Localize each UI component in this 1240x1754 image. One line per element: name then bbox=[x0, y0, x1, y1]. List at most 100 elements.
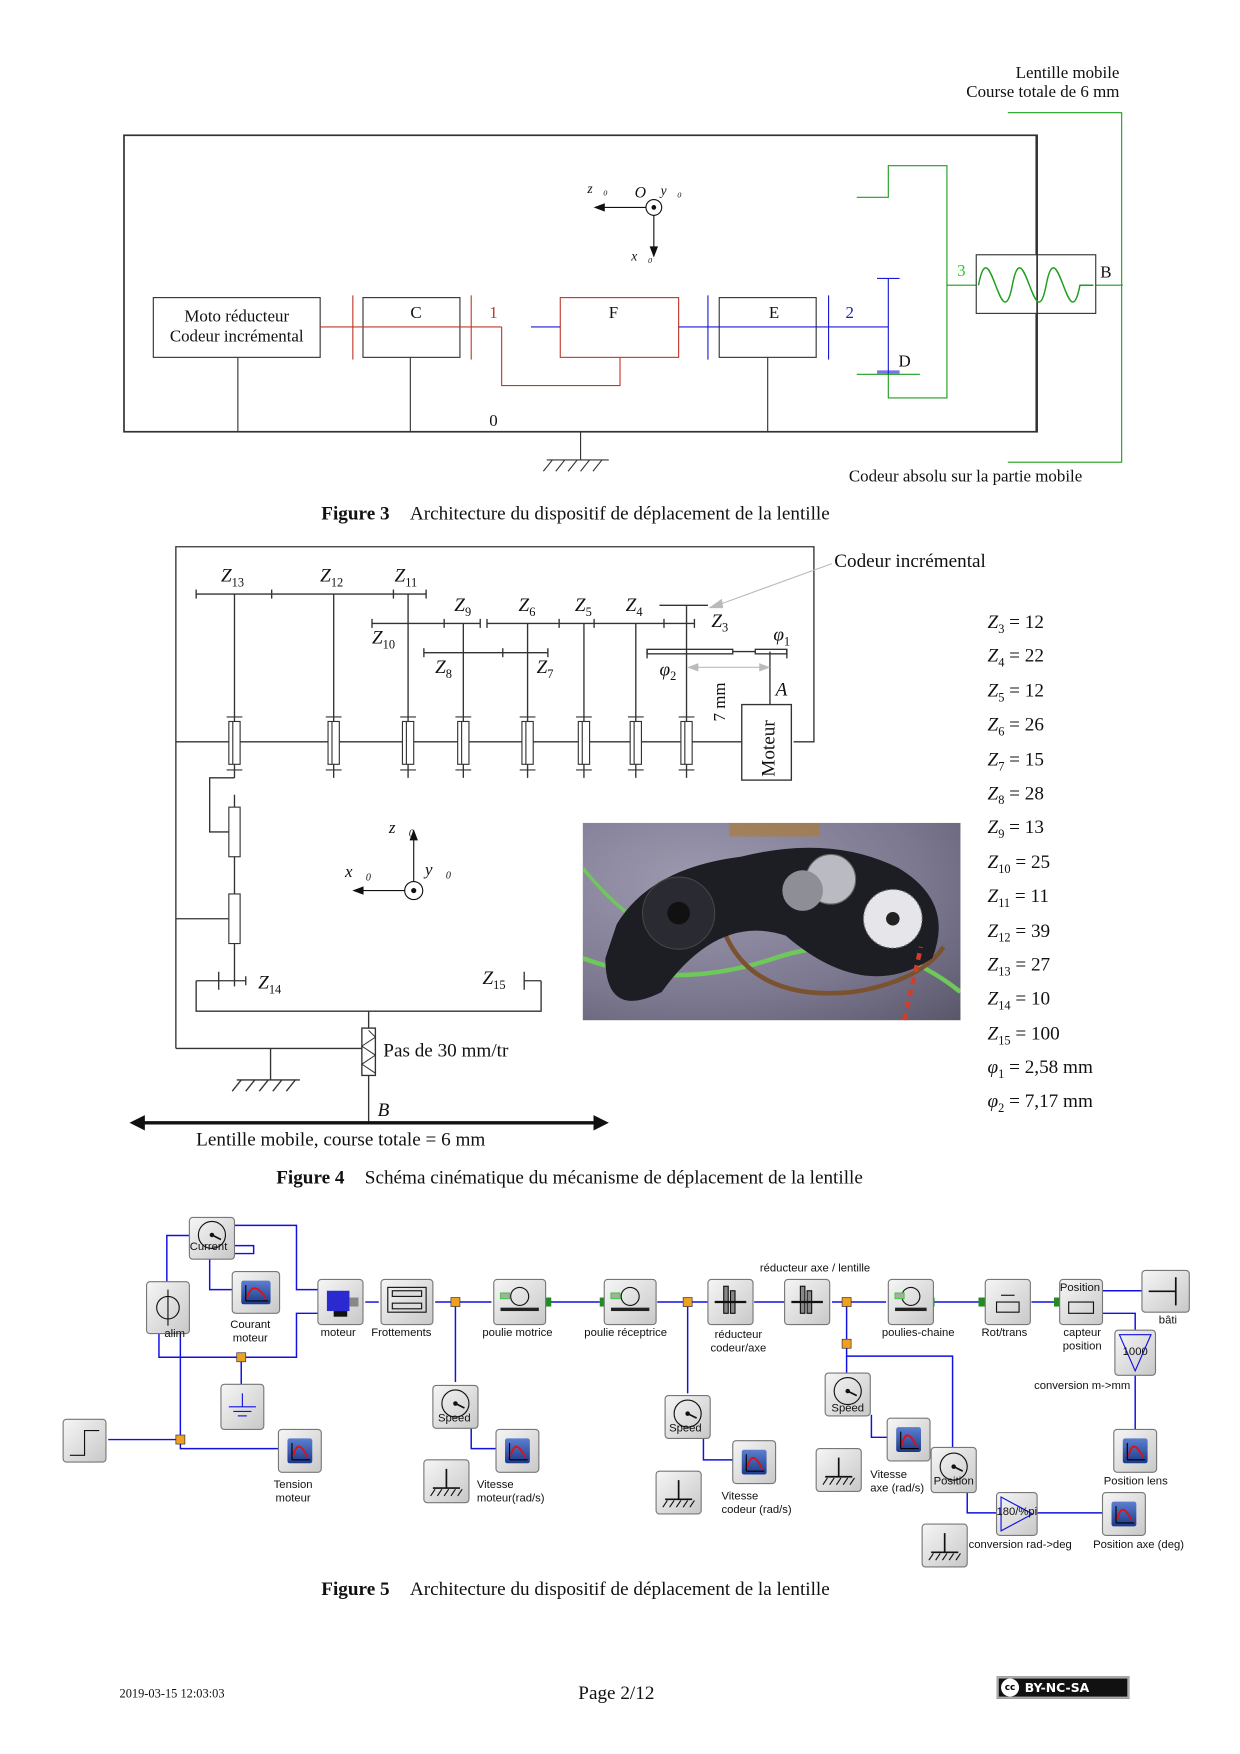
rot-trans-icon bbox=[984, 1278, 1031, 1326]
param-symbol: Z4 bbox=[987, 645, 1005, 671]
gear-z13: Z13 bbox=[220, 564, 245, 591]
gear-parameter-row: Z8 = 28 bbox=[988, 780, 1093, 814]
label-f: F bbox=[608, 304, 619, 323]
gear-z8: Z8 bbox=[435, 656, 453, 682]
scope-vitesse-moteur-icon bbox=[495, 1428, 540, 1473]
label-rot-trans: Rot/trans bbox=[981, 1326, 1028, 1340]
pulley-phi2: φ2 bbox=[659, 658, 677, 684]
speed-sensor-3-icon bbox=[824, 1372, 871, 1417]
param-symbol: φ2 bbox=[987, 1090, 1005, 1116]
label-reducteur-axe: réducteur axe / lentille bbox=[759, 1262, 871, 1275]
axis-z0-label: z⃗₀ bbox=[587, 180, 608, 197]
signal-links bbox=[108, 1224, 1142, 1514]
param-value: = 2,58 mm bbox=[1004, 1056, 1093, 1078]
param-value: = 12 bbox=[1004, 610, 1044, 633]
point-a: A bbox=[775, 678, 788, 701]
lens-label: Lentille mobile, course totale = 6 mm bbox=[196, 1128, 486, 1150]
axis-y0-label: y⃗₀ bbox=[424, 861, 452, 880]
mech-ground-3-icon bbox=[815, 1448, 862, 1492]
scope-tension-icon bbox=[277, 1428, 322, 1473]
ground-hatch-icon bbox=[542, 459, 603, 472]
speed-sensor-2-icon bbox=[664, 1395, 711, 1439]
param-value: = 25 bbox=[1010, 850, 1051, 873]
frame-bati-icon bbox=[1141, 1269, 1190, 1313]
param-symbol: φ1 bbox=[987, 1056, 1005, 1082]
axis-x0-label: x⃗₀ bbox=[631, 248, 653, 264]
fig3-top-label: Lentille mobile Course totale de 6 mm bbox=[942, 64, 1119, 102]
motor-block-label: Moto réducteur Codeur incrémental bbox=[153, 307, 320, 348]
label-poulie-receptrice: poulie réceptrice bbox=[584, 1326, 668, 1340]
motor-label-line1: Moto réducteur bbox=[184, 307, 290, 326]
gain-1000-icon bbox=[1114, 1329, 1157, 1376]
gear-z14: Z14 bbox=[258, 971, 282, 997]
label-speed-1: Speed bbox=[437, 1412, 471, 1425]
bearing-icon bbox=[400, 716, 416, 771]
param-value: = 39 bbox=[1010, 919, 1051, 941]
footer-timestamp: 2019-03-15 12:03:03 bbox=[119, 1687, 225, 1702]
label-current: Current bbox=[189, 1241, 228, 1254]
gear-parameter-row: Z6 = 26 bbox=[988, 712, 1093, 746]
figure-4-diagram bbox=[129, 546, 833, 1131]
param-value: = 100 bbox=[1010, 1022, 1060, 1044]
label-conversion-rad-deg: conversion rad->deg bbox=[968, 1538, 1072, 1552]
gear-parameter-row: Z4 = 22 bbox=[988, 643, 1093, 677]
gear-parameter-row: Z15 = 100 bbox=[988, 1020, 1093, 1054]
label-gain-1000: 1000 bbox=[1122, 1345, 1148, 1359]
label-c: C bbox=[410, 304, 422, 323]
param-value: = 10 bbox=[1010, 987, 1051, 1010]
label-part-1: 1 bbox=[489, 304, 498, 323]
license-text: BY-NC-SA bbox=[1024, 1680, 1090, 1695]
gear-z11: Z11 bbox=[394, 564, 418, 591]
part-2-shaft bbox=[530, 277, 900, 376]
bearing-icon bbox=[228, 806, 241, 858]
gear-z6: Z6 bbox=[518, 594, 536, 620]
gear-parameter-row: Z11 = 11 bbox=[988, 883, 1093, 917]
caption-text: Architecture du dispositif de déplacemen… bbox=[409, 502, 830, 525]
reducer-codeur-icon bbox=[707, 1278, 754, 1326]
param-symbol: Z9 bbox=[987, 816, 1005, 842]
pulleys-chain-icon bbox=[887, 1278, 934, 1326]
license-badge[interactable]: cc BY-NC-SA bbox=[996, 1676, 1130, 1699]
dc-motor-icon bbox=[317, 1278, 364, 1326]
gear-z7: Z7 bbox=[536, 656, 554, 682]
label-d: D bbox=[898, 352, 911, 371]
scope-vitesse-codeur-icon bbox=[732, 1440, 777, 1485]
reducer-axe-icon bbox=[784, 1278, 831, 1326]
label-0: 0 bbox=[489, 412, 498, 431]
bearing-icon bbox=[519, 716, 536, 771]
electrical-ground-icon bbox=[220, 1383, 265, 1430]
param-value: = 11 bbox=[1010, 885, 1049, 907]
voltage-source-icon bbox=[145, 1281, 190, 1335]
gear-parameter-row: Z3 = 12 bbox=[988, 609, 1093, 643]
pulley-receptrice-icon bbox=[603, 1278, 657, 1326]
bearing-icon bbox=[325, 716, 342, 771]
axis-x0-label: x⃗₀ bbox=[344, 863, 372, 882]
param-symbol: Z5 bbox=[987, 679, 1005, 705]
scope-vitesse-axe-icon bbox=[886, 1417, 931, 1462]
param-symbol: Z6 bbox=[987, 713, 1005, 740]
figure-5-diagram bbox=[62, 1216, 1190, 1568]
caption-number: Figure 4 bbox=[276, 1166, 345, 1189]
origin-label: O bbox=[634, 184, 647, 202]
speed-sensor-1-icon bbox=[432, 1384, 479, 1429]
scope-position-lens-icon bbox=[1113, 1428, 1158, 1473]
top-label-line1: Lentille mobile bbox=[1015, 64, 1120, 83]
caption-number: Figure 5 bbox=[321, 1578, 390, 1600]
param-symbol: Z14 bbox=[987, 987, 1011, 1014]
block-icons bbox=[62, 1216, 1190, 1568]
label-e: E bbox=[768, 304, 780, 323]
param-symbol: Z13 bbox=[987, 953, 1011, 979]
label-b: B bbox=[1100, 263, 1112, 282]
param-value: = 13 bbox=[1004, 816, 1044, 838]
param-value: = 7,17 mm bbox=[1004, 1090, 1093, 1113]
motor-block bbox=[152, 297, 321, 358]
step-input-icon bbox=[62, 1418, 107, 1463]
param-value: = 22 bbox=[1004, 645, 1044, 667]
label-position-sensor: Position bbox=[1059, 1281, 1100, 1295]
bearing-icon bbox=[226, 716, 243, 771]
label-alim: alim bbox=[164, 1327, 186, 1341]
